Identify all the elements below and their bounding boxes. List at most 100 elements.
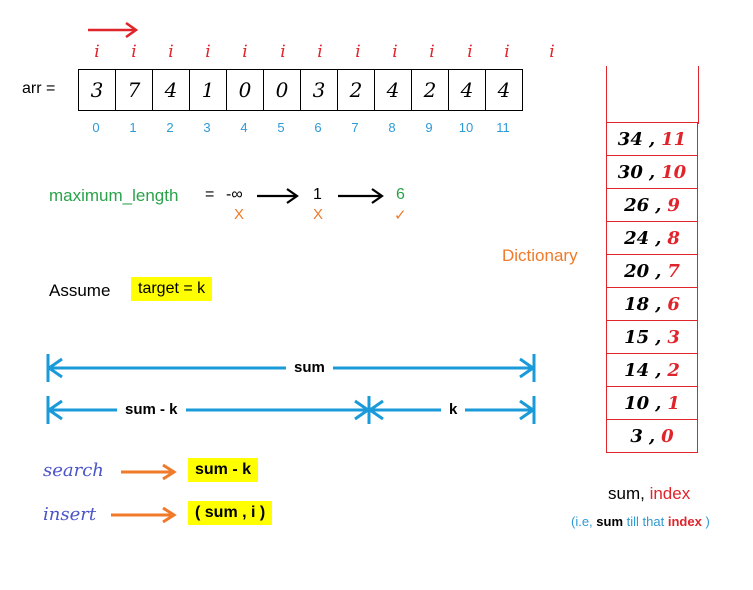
note-mid: till that <box>626 514 665 529</box>
dictionary-entry-sum: 26 <box>624 194 650 216</box>
dictionary-entry-comma: , <box>648 161 656 183</box>
target-highlight: target = k <box>131 277 213 301</box>
array-cell: 4 <box>497 78 511 102</box>
legend-index: index <box>649 484 691 503</box>
arr-label: arr = <box>22 80 56 97</box>
dictionary-entry-sum: 10 <box>624 392 650 414</box>
array-index: 4 <box>240 120 248 135</box>
i-marker: i <box>355 42 361 62</box>
array-cell: 2 <box>338 70 375 110</box>
array-cell: 4 <box>375 70 412 110</box>
i-marker: i <box>242 42 248 62</box>
dictionary-entry-comma: , <box>655 326 662 348</box>
dictionary-entry-comma: , <box>655 392 662 414</box>
array-index: 1 <box>129 120 137 135</box>
insert-label: insert <box>43 504 97 525</box>
note-open: (i.e, <box>571 514 593 529</box>
dictionary-entry-index: 9 <box>667 194 680 216</box>
maximum-length-label: maximum_length <box>49 186 179 205</box>
dictionary-title: Dictionary <box>502 246 578 265</box>
dictionary-entry-sum: 34 <box>617 128 643 150</box>
array-index: 7 <box>351 120 359 135</box>
i-marker: i <box>392 42 398 62</box>
dictionary-entry-index: 8 <box>667 227 680 249</box>
dictionary-entry: 20,7 <box>606 255 698 288</box>
i-marker: i <box>429 42 435 62</box>
sum-minus-k-range-label: sum - k <box>117 401 186 418</box>
dictionary-entry-index: 6 <box>667 293 680 315</box>
dictionary-entry-sum: 18 <box>624 293 650 315</box>
dictionary-entry-index: 7 <box>667 260 680 282</box>
array-cell: 7 <box>116 70 153 110</box>
i-marker: i <box>168 42 174 62</box>
dictionary-top-walls <box>606 66 699 124</box>
i-marker: i <box>549 42 555 62</box>
maximum-length-value-0: -∞ <box>226 186 243 203</box>
note-sum: sum <box>596 514 624 529</box>
dictionary-entry: 24,8 <box>606 222 698 255</box>
array-index: 0 <box>92 120 100 135</box>
direction-arrow <box>88 21 139 39</box>
dictionary-entry-comma: , <box>655 260 662 282</box>
dictionary-entry: 15,3 <box>606 321 698 354</box>
accepted-mark: ✓ <box>394 207 407 224</box>
rejected-mark-0: X <box>234 206 245 223</box>
dictionary-entry: 30,10 <box>606 156 698 189</box>
array-index: 5 <box>277 120 285 135</box>
dictionary-entry: 10,1 <box>606 387 698 420</box>
dictionary-entry-comma: , <box>655 194 662 216</box>
dictionary-entry-sum: 15 <box>624 326 650 348</box>
dictionary-entry-index: 10 <box>661 161 687 183</box>
array-index: 8 <box>388 120 396 135</box>
dictionary-entry-sum: 24 <box>624 227 650 249</box>
orange-arrow-icon <box>111 506 177 524</box>
dictionary-entry-sum: 30 <box>617 161 643 183</box>
dictionary-entry-index: 1 <box>667 392 680 414</box>
array-cell: 4 <box>153 70 190 110</box>
dictionary-note: (i.e, sum till that index ) <box>571 514 710 529</box>
i-marker: i <box>94 42 100 62</box>
array-cell: 4 <box>449 70 486 110</box>
array-index: 6 <box>314 120 322 135</box>
orange-arrow-icon <box>121 463 177 481</box>
legend-sum: sum, <box>608 484 645 503</box>
dictionary-entry-comma: , <box>655 293 662 315</box>
dictionary-entry-index: 0 <box>661 425 674 447</box>
array-index: 9 <box>425 120 433 135</box>
i-marker: i <box>467 42 473 62</box>
dictionary-entry: 3,0 <box>606 420 698 453</box>
dictionary-entry: 18,6 <box>606 288 698 321</box>
array-cell: 0 <box>227 70 264 110</box>
dictionary-entry-sum: 20 <box>624 260 650 282</box>
dictionary-entry-index: 2 <box>667 359 680 381</box>
i-marker: i <box>205 42 211 62</box>
array-cell: 3 <box>79 70 116 110</box>
i-marker: i <box>131 42 137 62</box>
maximum-length-equals: = <box>205 186 215 203</box>
i-marker: i <box>504 42 510 62</box>
dictionary-entry-index: 11 <box>661 128 687 150</box>
arrow-right-icon <box>257 188 299 204</box>
maximum-length-value-2: 6 <box>396 186 405 203</box>
array-cell: 3 <box>301 70 338 110</box>
dictionary-entry-comma: , <box>655 227 662 249</box>
maximum-length-value-1: 1 <box>313 186 322 203</box>
array-index: 11 <box>496 120 510 135</box>
dictionary-legend: sum, index <box>608 484 690 504</box>
array-cell: 1 <box>190 70 227 110</box>
dictionary-entry-comma: , <box>655 359 662 381</box>
arrow-right-icon <box>338 188 384 204</box>
note-close: ) <box>705 514 710 529</box>
search-label: search <box>43 460 104 481</box>
k-range-label: k <box>441 401 466 418</box>
dictionary-entry-comma: , <box>648 425 656 447</box>
i-marker: i <box>317 42 323 62</box>
array-index: 3 <box>203 120 211 135</box>
rejected-mark-1: X <box>313 206 324 223</box>
sum-range-label: sum <box>286 359 333 376</box>
i-marker: i <box>280 42 286 62</box>
array-cell: 0 <box>264 70 301 110</box>
note-index: index <box>667 514 702 529</box>
